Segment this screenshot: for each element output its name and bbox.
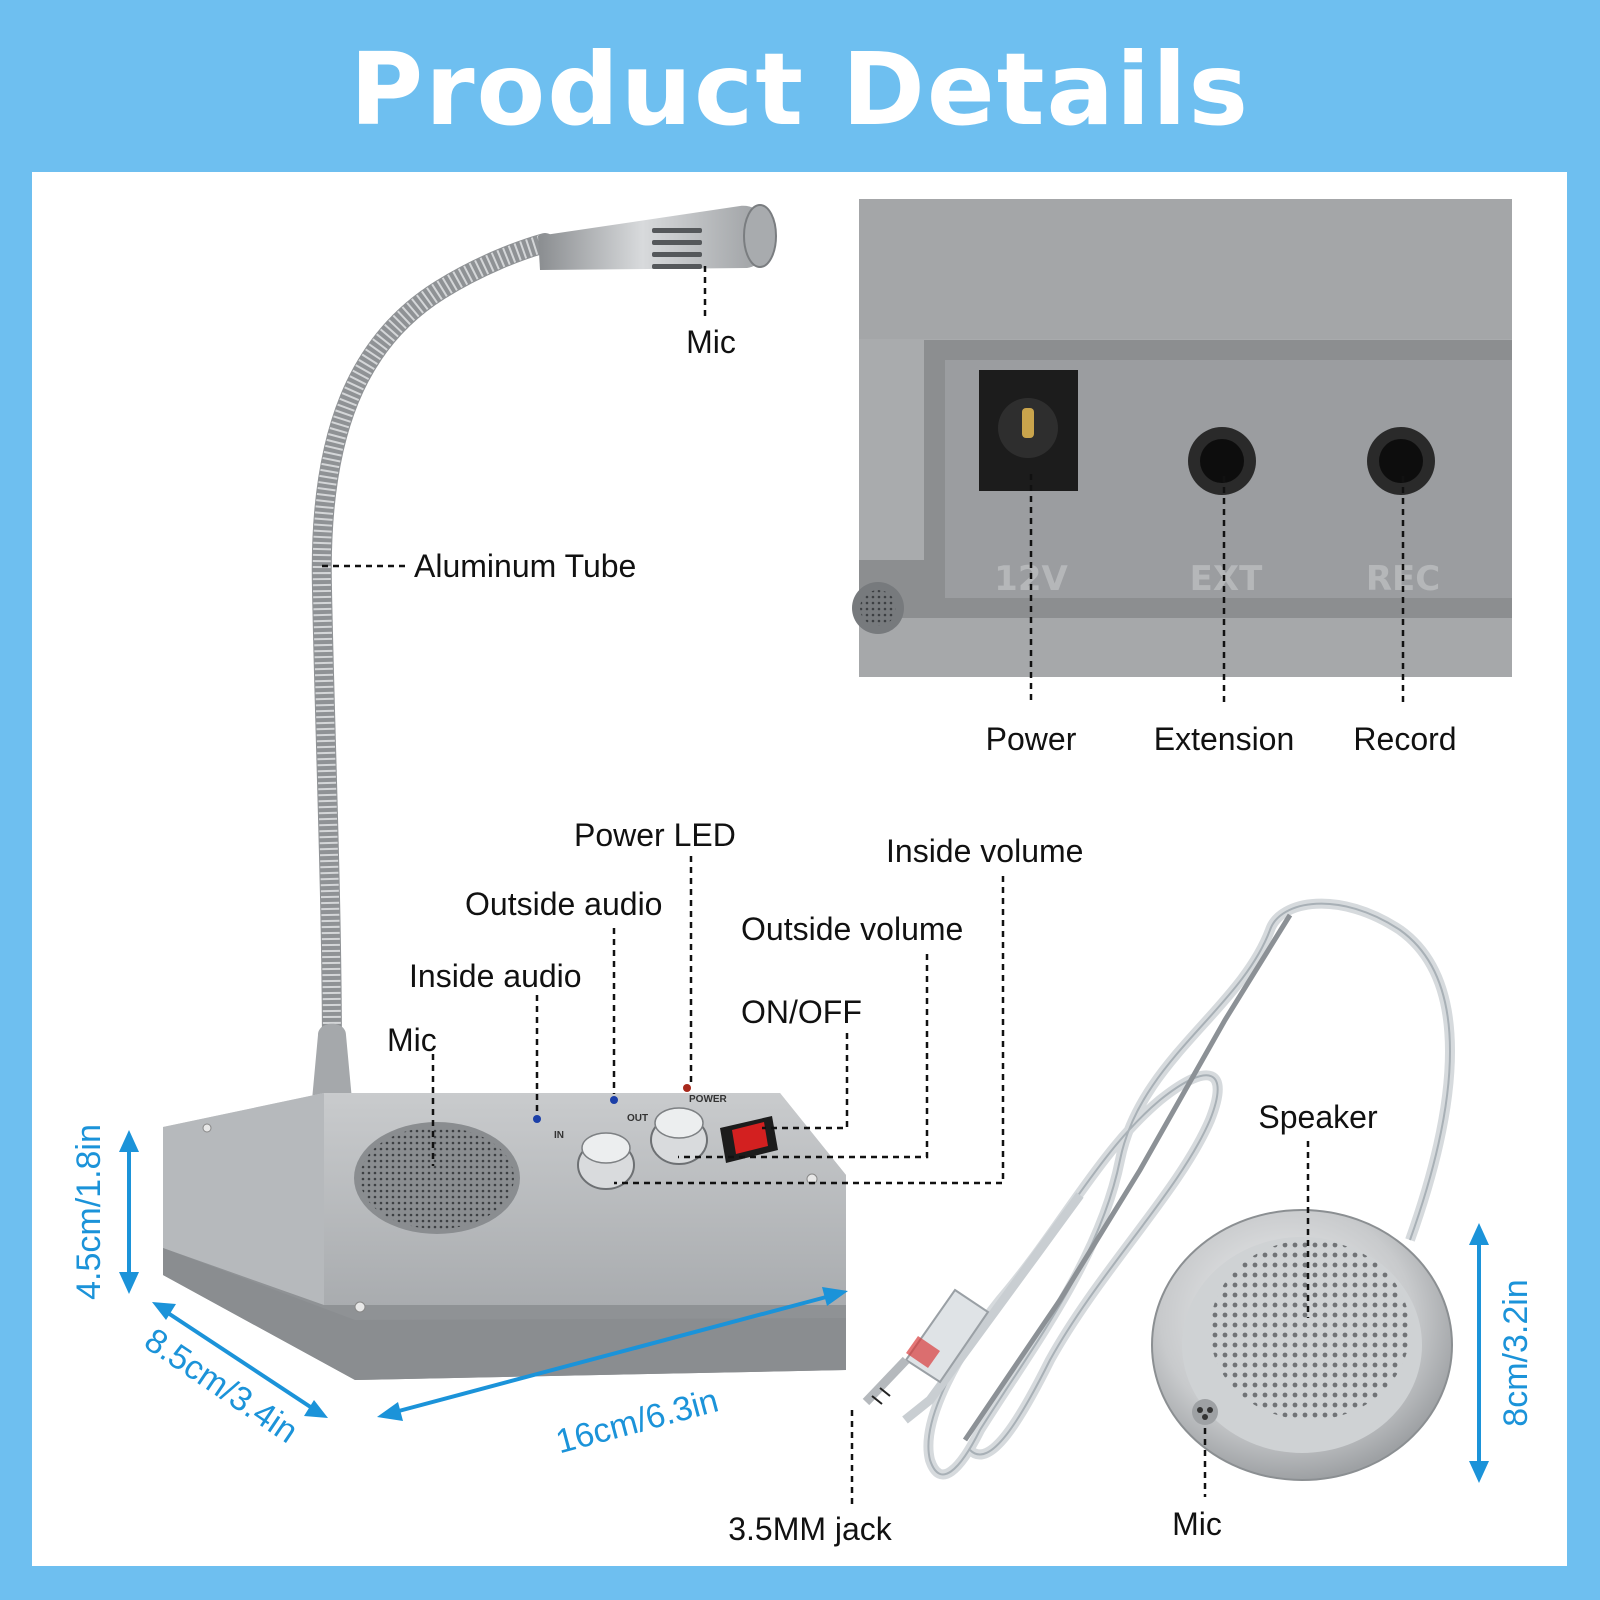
outside-audio-led [610, 1096, 618, 1104]
label-inside-audio: Inside audio [409, 958, 582, 994]
base-speaker-grille [360, 1127, 514, 1229]
page-title: Product Details [349, 31, 1251, 148]
label-outside-audio: Outside audio [465, 886, 662, 922]
panel-label-power: POWER [689, 1094, 728, 1105]
label-power-led: Power LED [574, 817, 736, 853]
dimension-width: 16cm/6.3in [552, 1381, 722, 1461]
dimension-speaker-height: 8cm/3.2in [1497, 1279, 1535, 1426]
dimension-height: 4.5cm/1.8in [70, 1124, 108, 1300]
gooseneck-mic-head [538, 205, 771, 270]
remote-speaker-puck [1151, 1209, 1453, 1481]
speaker-grille [1210, 1240, 1410, 1420]
label-front-mic: Mic [387, 1022, 437, 1058]
label-outside-volume: Outside volume [741, 911, 963, 947]
label-speaker-mic: Mic [1172, 1506, 1222, 1542]
panel-label-out: OUT [627, 1113, 648, 1124]
label-3.5mm-jack: 3.5MM jack [728, 1511, 893, 1547]
callout-leaders [322, 266, 1405, 1505]
gooseneck-tube [311, 233, 555, 1070]
inside-audio-led [533, 1115, 541, 1123]
inside-volume-knob[interactable] [650, 1107, 708, 1165]
dimension-arrows [119, 1130, 1489, 1483]
label-inside-volume: Inside volume [886, 833, 1083, 869]
label-on-off: ON/OFF [741, 994, 862, 1030]
3.5mm-jack-plug [862, 1288, 990, 1406]
label-aluminum-tube: Aluminum Tube [414, 548, 636, 584]
label-power-port: Power [986, 721, 1077, 757]
panel-label-ext: EXT [1190, 559, 1263, 599]
label-record-port: Record [1353, 721, 1456, 757]
base-unit-photo: IN OUT POWER [163, 204, 846, 1380]
power-led [683, 1084, 691, 1092]
speaker-unit-photo [862, 898, 1455, 1481]
label-extension-port: Extension [1154, 721, 1295, 757]
rear-ports-photo: 12V EXT REC [852, 199, 1512, 677]
outside-volume-knob[interactable] [577, 1132, 635, 1190]
label-speaker: Speaker [1258, 1099, 1378, 1135]
panel-label-in: IN [554, 1130, 564, 1141]
label-gooseneck-mic: Mic [686, 324, 736, 360]
